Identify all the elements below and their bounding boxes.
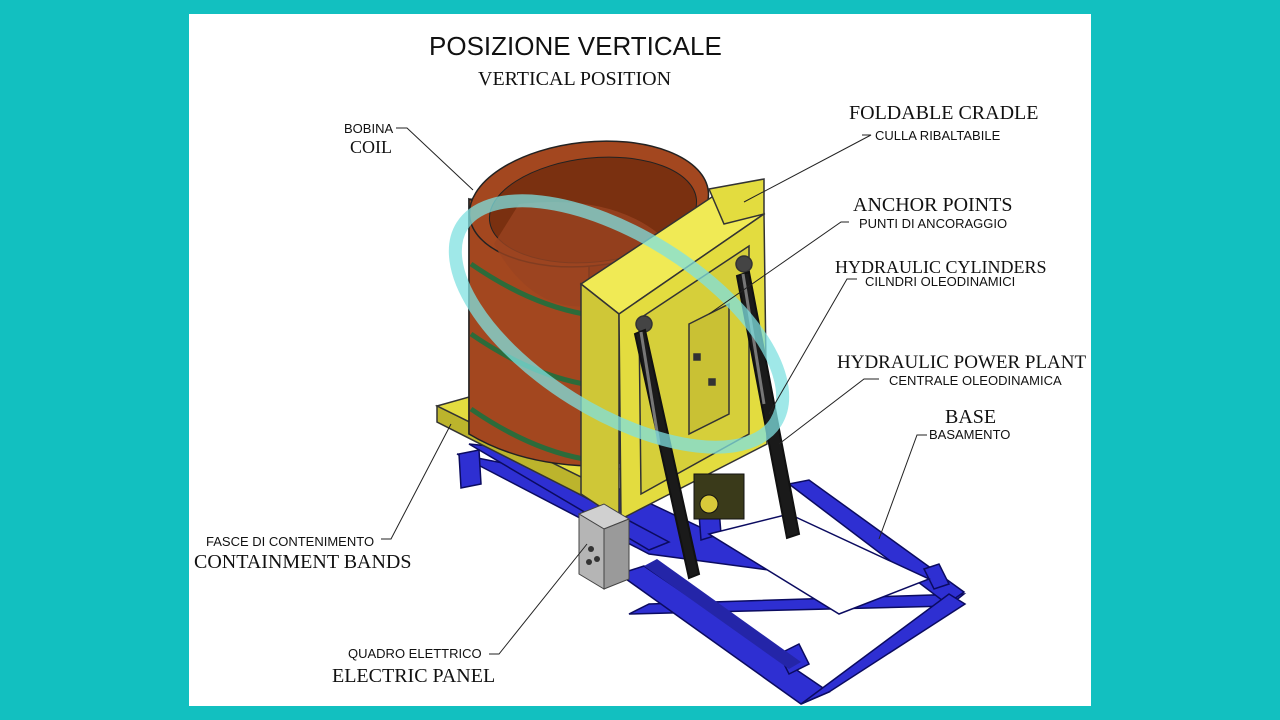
panel-label-english: ELECTRIC PANEL (332, 665, 496, 687)
anchor-label-italian: PUNTI DI ANCORAGGIO (859, 216, 1008, 231)
cylinders-label-english: HYDRAULIC CYLINDERS (835, 257, 1047, 277)
bands-label-english: CONTAINMENT BANDS (194, 551, 412, 573)
cylinders-label-italian: CILNDRI OLEODINAMICI (865, 274, 1016, 289)
power-plant-label-italian: CENTRALE OLEODINAMICA (889, 373, 1062, 388)
hydraulic-cylinders (633, 270, 801, 580)
leader-lines (381, 127, 927, 655)
cradle-label-english: FOLDABLE CRADLE (849, 102, 1039, 124)
base-label-italian: BASAMENTO (929, 427, 1011, 442)
slide-canvas: POSIZIONE VERTICALE VERTICAL POSITION BO… (189, 14, 1091, 706)
bands-label-italian: FASCE DI CONTENIMENTO (206, 534, 375, 549)
hydraulic-power-plant (693, 473, 745, 520)
electric-panel (577, 503, 631, 590)
title-italian: POSIZIONE VERTICALE (429, 31, 722, 61)
power-plant-label-english: HYDRAULIC POWER PLANT (837, 352, 1087, 373)
coil-label-italian: BOBINA (344, 121, 394, 136)
machine-drawing (381, 127, 967, 705)
anchor-label-english: ANCHOR POINTS (853, 194, 1013, 216)
highlight-ellipse (448, 194, 790, 454)
title-english: VERTICAL POSITION (478, 68, 672, 90)
panel-label-italian: QUADRO ELETTRICO (348, 646, 482, 661)
base-label-english: BASE (945, 406, 997, 428)
base-front-end (800, 593, 967, 705)
cradle-label-italian: CULLA RIBALTABILE (875, 128, 1001, 143)
coil-label-english: COIL (350, 137, 392, 157)
base-frame (456, 443, 967, 705)
